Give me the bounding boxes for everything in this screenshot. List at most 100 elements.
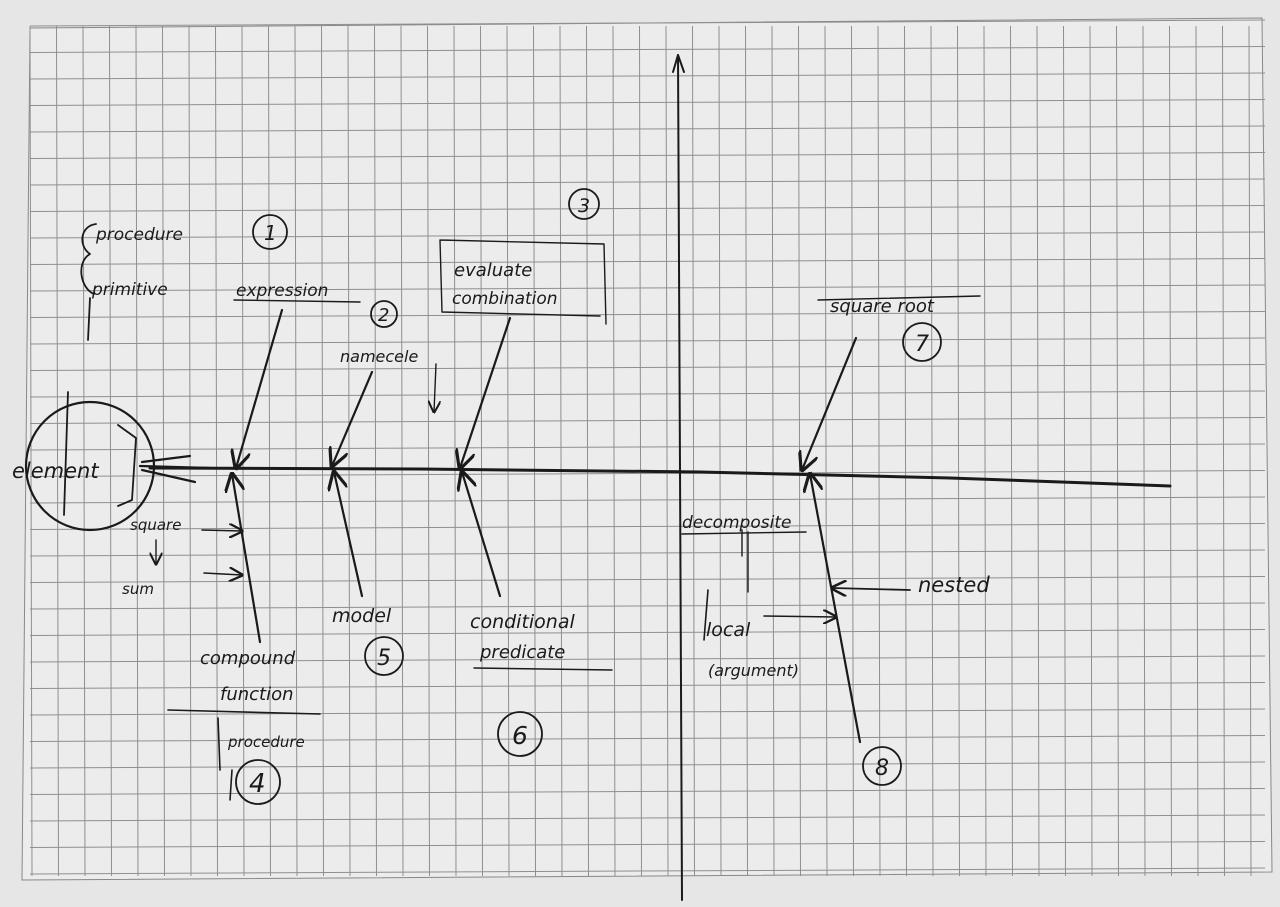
grid-line-horizontal bbox=[29, 814, 1266, 822]
grid-line-vertical bbox=[1142, 25, 1146, 877]
procedure-lower-bracket bbox=[217, 717, 233, 801]
svg-text:1: 1 bbox=[264, 221, 277, 245]
grid-line-vertical bbox=[665, 25, 669, 877]
grid-lines bbox=[29, 19, 1266, 877]
element-label: element bbox=[12, 459, 99, 483]
grid-line-vertical bbox=[480, 25, 483, 877]
bone-nested bbox=[810, 474, 862, 744]
svg-text:7: 7 bbox=[915, 332, 929, 357]
grid-line-horizontal bbox=[29, 178, 1266, 186]
label-procedure-lower: procedure bbox=[227, 733, 305, 751]
label-local: local bbox=[706, 619, 751, 641]
bone-compound bbox=[232, 474, 262, 644]
label-primitive: primitive bbox=[91, 280, 168, 300]
label-function: function bbox=[220, 684, 294, 705]
label-namecele: namecele bbox=[340, 347, 418, 366]
sum-arrow bbox=[203, 573, 242, 575]
circle-number-1: 1 bbox=[252, 214, 288, 250]
grid-line-horizontal bbox=[29, 125, 1266, 133]
grid-line-vertical bbox=[427, 25, 430, 877]
namecele-arrow bbox=[434, 363, 436, 412]
circle-number-6: 6 bbox=[497, 711, 543, 757]
brace-left bbox=[80, 223, 97, 341]
grid-line-vertical bbox=[82, 25, 86, 877]
label-predicate: predicate bbox=[479, 642, 565, 663]
label-nested: nested bbox=[918, 573, 990, 597]
svg-text:8: 8 bbox=[875, 756, 889, 781]
grid-line-vertical bbox=[533, 25, 536, 877]
bone-model bbox=[334, 472, 364, 598]
grid-line-vertical bbox=[1248, 25, 1252, 877]
grid-line-horizontal bbox=[29, 629, 1266, 636]
grid-line-vertical bbox=[957, 25, 960, 877]
grid-line-vertical bbox=[268, 25, 271, 877]
grid-line-horizontal bbox=[29, 761, 1266, 769]
circle-number-8: 8 bbox=[862, 746, 902, 786]
svg-text:5: 5 bbox=[377, 646, 391, 671]
grid-line-horizontal bbox=[29, 258, 1266, 265]
grid-line-vertical bbox=[347, 25, 351, 877]
grid-line-horizontal bbox=[29, 602, 1266, 610]
grid-line-vertical bbox=[1195, 25, 1199, 877]
grid-line-vertical bbox=[824, 25, 828, 877]
grid-line-vertical bbox=[639, 25, 642, 877]
grid-line-horizontal bbox=[29, 152, 1266, 159]
grid-line-vertical bbox=[983, 25, 987, 877]
grid-line-horizontal bbox=[29, 549, 1266, 557]
local-bracket bbox=[703, 589, 709, 641]
grid-line-horizontal bbox=[29, 72, 1266, 80]
grid-line-vertical bbox=[294, 25, 298, 877]
square-arrow bbox=[201, 530, 242, 531]
circle-number-5: 5 bbox=[364, 636, 404, 676]
decomposite-underline bbox=[681, 531, 807, 535]
grid-line-vertical bbox=[904, 25, 907, 877]
grid-line-vertical bbox=[692, 25, 695, 877]
grid-line-vertical bbox=[1063, 25, 1066, 877]
grid-line-vertical bbox=[506, 25, 510, 877]
label-model: model bbox=[332, 605, 392, 627]
grid-line-vertical bbox=[321, 25, 324, 877]
grid-line-horizontal bbox=[29, 19, 1266, 27]
label-compound: compound bbox=[200, 648, 296, 669]
label-conditional: conditional bbox=[470, 611, 575, 633]
label-decomposite: decomposite bbox=[682, 513, 791, 533]
circle-number-2: 2 bbox=[370, 300, 398, 328]
grid-line-vertical bbox=[877, 25, 881, 877]
grid-line-horizontal bbox=[29, 841, 1266, 848]
grid-line-vertical bbox=[1222, 25, 1225, 877]
circle-number-7: 7 bbox=[902, 322, 942, 362]
label-argument: (argument) bbox=[708, 661, 799, 680]
label-procedure: procedure bbox=[95, 225, 183, 245]
bone-expression bbox=[236, 308, 284, 468]
expression-underline bbox=[233, 299, 361, 303]
grid-line-vertical bbox=[215, 25, 218, 877]
grid-line-horizontal bbox=[29, 364, 1266, 371]
bone-namecele bbox=[332, 370, 374, 466]
local-arrow bbox=[763, 616, 836, 617]
grid-line-horizontal bbox=[29, 337, 1266, 345]
grid-line-vertical bbox=[374, 25, 377, 877]
grid-line-horizontal bbox=[29, 655, 1266, 663]
grid-line-vertical bbox=[851, 25, 854, 877]
svg-text:3: 3 bbox=[578, 195, 590, 217]
grid-line-vertical bbox=[188, 25, 192, 877]
function-underline bbox=[167, 709, 321, 715]
grid-line-vertical bbox=[586, 25, 589, 877]
circle-number-3: 3 bbox=[568, 188, 600, 220]
vertical-axis-arrowhead bbox=[672, 54, 685, 73]
grid-line-horizontal bbox=[29, 708, 1266, 716]
bone-evaluate bbox=[460, 316, 512, 468]
grid-line-horizontal bbox=[29, 99, 1266, 106]
label-sum: sum bbox=[122, 580, 154, 598]
element-bracket bbox=[63, 391, 137, 516]
grid-line-vertical bbox=[1116, 25, 1119, 877]
grid-line-vertical bbox=[400, 25, 404, 877]
svg-text:2: 2 bbox=[378, 305, 389, 326]
grid-line-vertical bbox=[1089, 25, 1093, 877]
evaluate-box bbox=[439, 239, 607, 325]
label-evaluate: evaluate bbox=[454, 260, 532, 281]
grid-line-vertical bbox=[612, 25, 616, 877]
label-square-root: square root bbox=[830, 296, 935, 317]
grid-line-vertical bbox=[1010, 25, 1013, 877]
